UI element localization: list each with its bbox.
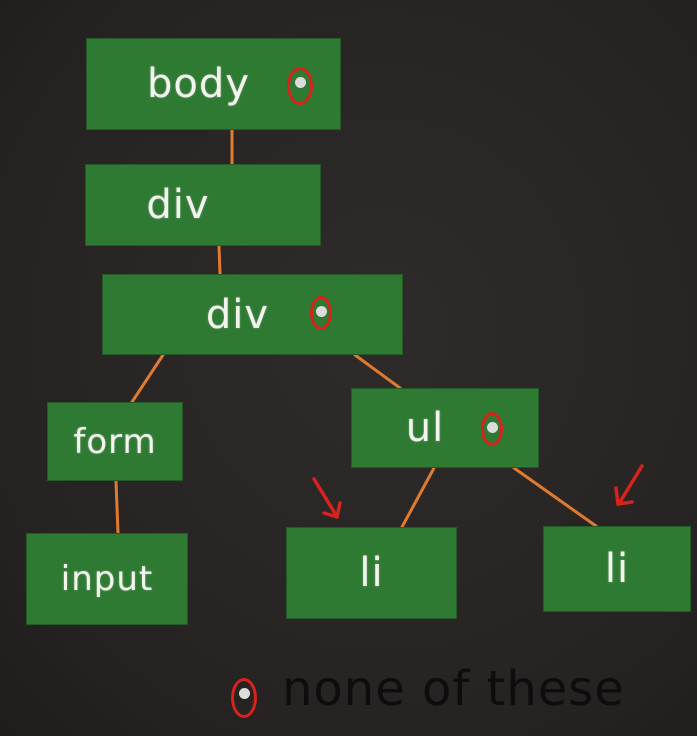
node-li2: li xyxy=(543,526,691,612)
edge-div2-form xyxy=(130,353,165,404)
node-body-label: body xyxy=(147,61,250,107)
node-form-label: form xyxy=(73,421,157,462)
node-div2: div xyxy=(102,274,403,355)
node-ul-label: ul xyxy=(405,405,445,451)
node-input: input xyxy=(26,533,188,625)
node-form: form xyxy=(47,402,183,481)
marker-icon xyxy=(310,296,332,330)
marker-icon xyxy=(481,412,503,446)
node-ul: ul xyxy=(351,388,539,468)
edge-form-input xyxy=(114,479,120,535)
node-div2-label: div xyxy=(205,291,270,338)
node-input-label: input xyxy=(60,559,154,599)
node-div1: div xyxy=(85,164,321,246)
node-body: body xyxy=(86,38,341,130)
edge-ul-li2 xyxy=(512,466,598,528)
node-li1-label: li xyxy=(359,550,384,596)
node-li1: li xyxy=(286,527,457,619)
arrow-icon xyxy=(312,477,342,519)
edge-div2-ul xyxy=(353,353,402,390)
node-div1-label: div xyxy=(146,182,210,228)
edge-div1-div2 xyxy=(217,244,222,276)
edge-ul-li1 xyxy=(400,466,436,529)
node-li2-label: li xyxy=(604,546,630,592)
arrow-icon xyxy=(614,464,644,506)
marker-icon xyxy=(231,678,257,718)
marker-icon xyxy=(287,67,313,105)
legend-text: none of these xyxy=(282,661,625,717)
